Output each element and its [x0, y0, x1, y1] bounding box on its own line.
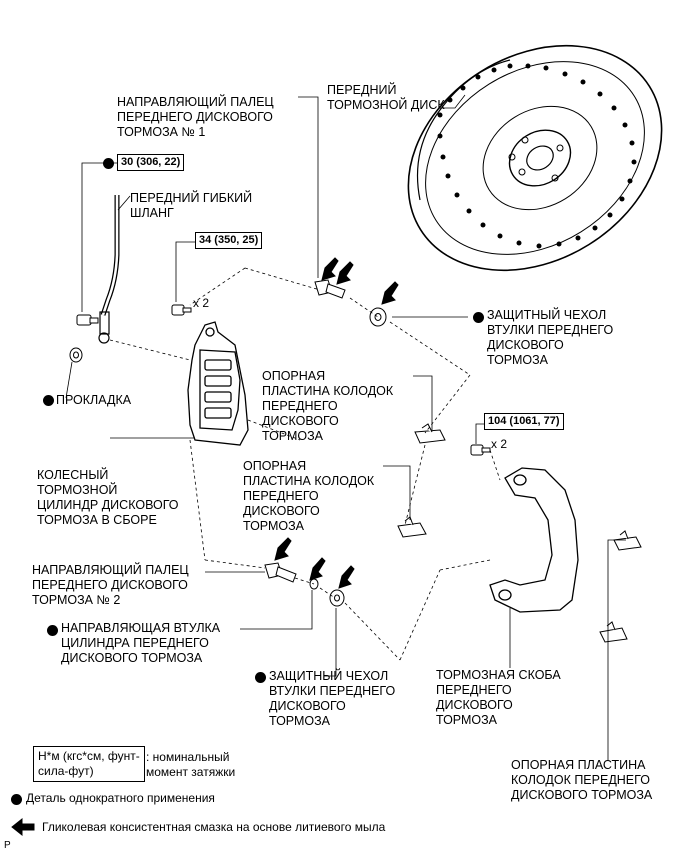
- gasket-drawing: [69, 347, 83, 363]
- assembly-lines: [109, 267, 501, 661]
- cylinder-bolt-qty: x 2: [193, 296, 210, 310]
- torque-union-bolt: 30 (306, 22): [117, 154, 185, 171]
- shim-plate-1-label: ОПОРНАЯ ПЛАСТИНА КОЛОДОК ПЕРЕДНЕГО ДИСКО…: [262, 369, 394, 443]
- front-disc-label: ПЕРЕДНИЙ ТОРМОЗНОЙ ДИСК: [327, 83, 445, 112]
- guide-bushing-label: НАПРАВЛЯЮЩАЯ ВТУЛКА ЦИЛИНДРА ПЕРЕДНЕГО Д…: [61, 621, 221, 665]
- shim-plate-2-label: ОПОРНАЯ ПЛАСТИНА КОЛОДОК ПЕРЕДНЕГО ДИСКО…: [243, 459, 375, 533]
- brake-disc-drawing: [407, 44, 663, 272]
- guide-pin-1-label: НАПРАВЛЯЮЩИЙ ПАЛЕЦ ПЕРЕДНЕГО ДИСКОВОГО Т…: [117, 95, 274, 139]
- guide-pin-1-drawing: [314, 279, 346, 299]
- cylinder-bolt-drawing: [171, 304, 192, 316]
- legend-non-reusable-dot: [11, 794, 22, 805]
- flex-hose-label: ПЕРЕДНИЙ ГИБКИЙ ШЛАНГ: [130, 191, 253, 220]
- torque-cylinder-bolt: 34 (350, 25): [195, 232, 263, 249]
- gasket-label: ПРОКЛАДКА: [56, 393, 132, 407]
- boot-top-label: ЗАЩИТНЫЙ ЧЕХОЛ ВТУЛКИ ПЕРЕДНЕГО ДИСКОВОГ…: [487, 308, 614, 367]
- corner-mark: P: [4, 840, 11, 851]
- non-reusable-dot: [43, 395, 54, 406]
- guide-pin-2-drawing: [264, 562, 297, 583]
- shim-plate-3a-drawing: [613, 530, 642, 551]
- boot-bottom-drawing: [329, 589, 345, 607]
- caliper-drawing: [187, 321, 249, 446]
- torque-mount-bolt: 104 (1061, 77): [484, 413, 564, 430]
- legend-torque-units: Н*м (кгс*см, фунт- сила-фут): [33, 746, 145, 782]
- shim-plate-3-label: ОПОРНАЯ ПЛАСТИНА КОЛОДОК ПЕРЕДНЕГО ДИСКО…: [511, 758, 653, 802]
- mount-bolt-qty: x 2: [491, 437, 508, 451]
- boot-bottom-label: ЗАЩИТНЫЙ ЧЕХОЛ ВТУЛКИ ПЕРЕДНЕГО ДИСКОВОГ…: [269, 669, 396, 728]
- disc-vent-holes: [437, 63, 637, 249]
- shim-plate-3b-drawing: [599, 621, 628, 643]
- legend-torque-desc: : номинальный момент затяжки: [146, 750, 236, 779]
- union-bolt-drawing: [76, 314, 99, 326]
- non-reusable-dot: [473, 312, 484, 323]
- shim-plate-1-drawing: [414, 423, 446, 444]
- boot-top-drawing: [369, 307, 387, 327]
- shim-plate-2-drawing: [397, 516, 427, 538]
- legend-grease: Гликолевая консистентная смазка на основ…: [42, 820, 386, 834]
- legend-grease-arrow: [11, 817, 35, 837]
- legend-non-reusable: Деталь однократного применения: [26, 791, 215, 805]
- leader-lines: [65, 94, 626, 760]
- caliper-mount-drawing: [489, 467, 579, 613]
- grease-arrows: [274, 257, 399, 589]
- non-reusable-dot: [47, 625, 58, 636]
- flex-hose-drawing: [98, 195, 120, 344]
- caliper-mount-label: ТОРМОЗНАЯ СКОБА ПЕРЕДНЕГО ДИСКОВОГО ТОРМ…: [436, 668, 561, 727]
- non-reusable-dot: [255, 672, 266, 683]
- non-reusable-dot: [103, 158, 114, 169]
- guide-pin-2-label: НАПРАВЛЯЮЩИЙ ПАЛЕЦ ПЕРЕДНЕГО ДИСКОВОГО Т…: [32, 563, 189, 607]
- cylinder-label: КОЛЕСНЫЙ ТОРМОЗНОЙ ЦИЛИНДР ДИСКОВОГО ТОР…: [37, 468, 179, 527]
- mount-bolt-drawing: [470, 444, 491, 456]
